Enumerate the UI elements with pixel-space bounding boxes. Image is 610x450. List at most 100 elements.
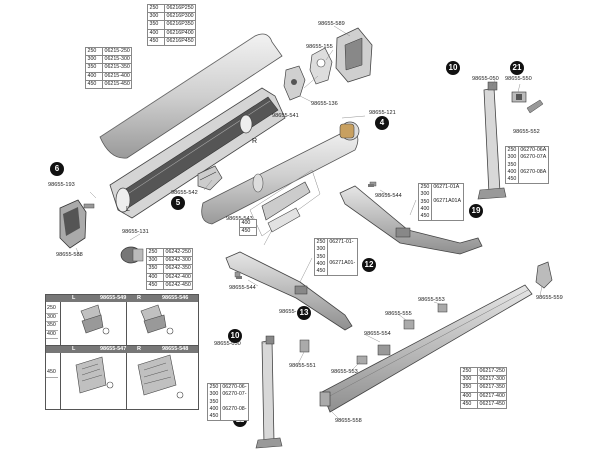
part-label-551: 98655-551 [289, 363, 316, 369]
panel-bottom-right-code: 98655-548 [162, 346, 189, 352]
part-label-193: 98655-193 [48, 182, 75, 188]
size-cell: 450 [209, 413, 219, 420]
size-cell: 400 [46, 331, 58, 339]
case-side-r: R [252, 138, 258, 145]
size-cell: 250 [85, 46, 103, 57]
code-cell: 06217-450 [476, 399, 508, 409]
code-cell: 06242-400 [162, 272, 194, 282]
size-column: 250 300 350 400 450 [207, 382, 221, 422]
size-cell: 400 [460, 391, 478, 401]
part-label-partial: 98655- [279, 309, 297, 315]
code-cell: 06215-300 [101, 55, 133, 65]
code-cell: 06242-450 [162, 280, 194, 290]
screw-552 [526, 99, 544, 114]
panel-header-top: L 98655-549 R 98655-546 [46, 295, 198, 302]
code-cell: 06217-250 [476, 366, 508, 377]
size-cell: 450 [460, 399, 478, 409]
code-cell: 06270-07- [222, 391, 247, 398]
size-cell: 350 [507, 161, 517, 168]
part-label-121: 98655-121 [369, 110, 396, 116]
parts-table-06270-right: 250 300 350 400 450 06270-06A 06270-07A … [505, 145, 549, 185]
clip-553a [437, 303, 448, 313]
code-column: 06271-01- 06271A01- [326, 237, 358, 277]
callout-badge-12: 12 [362, 258, 376, 272]
parts-table-543: 400 450 [239, 218, 257, 237]
code-cell: 06270-08A [520, 168, 547, 175]
size-cell: 400 [147, 28, 165, 38]
code-cell: 06242-350 [162, 264, 194, 274]
code-column: 06271-01A 06271A01A [430, 182, 464, 222]
code-cell: 06271A01- [329, 260, 356, 267]
bracket-panel: L 98655-549 R 98655-546 250 300 350 400 … [45, 294, 199, 410]
callout-badge-19: 19 [469, 204, 483, 218]
clip-551 [299, 339, 310, 353]
size-cell: 450 [85, 79, 103, 89]
size-cell: 300 [460, 375, 478, 385]
panel-top-right-side: R [137, 295, 141, 301]
part-label-544b: 98655-544 [229, 285, 256, 291]
part-label-588: 98655-588 [56, 252, 83, 258]
part-label-554: 98655-554 [364, 331, 391, 337]
size-cell: 450 [507, 176, 517, 183]
size-cell: 400 [146, 272, 164, 282]
part-label-559: 98655-559 [536, 295, 563, 301]
code-cell: 06270-06- [222, 384, 247, 390]
end-cover-589 [335, 27, 373, 83]
size-cell: 400 [420, 205, 430, 212]
code-cell: 06215-250 [101, 46, 133, 57]
awning-case [109, 87, 286, 219]
part-label-155: 98655-155 [306, 44, 333, 50]
parts-table-06270-left: 250 300 350 400 450 06270-06- 06270-07- … [207, 382, 250, 422]
part-label-050-left: 98655-050 [214, 341, 241, 347]
size-cell: 250 [46, 305, 58, 314]
plate-543-box [249, 169, 321, 237]
callout-badge-6: 6 [50, 162, 64, 176]
code-cell: 06216P250 [163, 3, 197, 14]
panel-bottom-left-code: 98655-547 [100, 346, 127, 352]
code-cell: 06271-01- [329, 239, 354, 245]
code-cell: 06242-250 [162, 247, 194, 258]
size-cell: 350 [85, 63, 103, 73]
awning-cover [99, 33, 283, 159]
panel-divider [46, 345, 198, 346]
size-cell: 350 [46, 322, 58, 331]
size-cell: 350 [316, 253, 326, 260]
size-cell: 250 [147, 3, 165, 14]
size-cell: 300 [316, 246, 326, 253]
case-side-l: L [126, 206, 130, 213]
parts-table-06271: 250 300 350 400 450 06271-01A 06271A01A [418, 182, 464, 222]
leader-lines [75, 25, 543, 421]
size-cell: 250 [507, 147, 517, 153]
panel-top-left-code: 98655-549 [100, 295, 127, 301]
code-cell: 06271A01A [433, 198, 462, 205]
part-label-542: 98655-542 [171, 190, 198, 196]
code-column: 06270-06A 06270-07A 06270-08A [517, 145, 549, 185]
part-label-555: 98655-555 [385, 311, 412, 317]
clip-554 [377, 344, 391, 356]
code-cell: 06215-350 [101, 63, 133, 73]
support-leg-11 [255, 335, 283, 449]
panel-sizes-bottom: 450 [46, 369, 58, 378]
code-cell: 06216P350 [163, 20, 197, 30]
clip-553b [356, 355, 368, 365]
callout-badge-4: 4 [375, 116, 389, 130]
lead-bar-558 [319, 284, 533, 413]
code-cell: 06271-01A [433, 184, 460, 190]
panel-bottom-left-side: L [72, 346, 76, 352]
part-label-550: 98655-550 [505, 76, 532, 82]
part-label-552: 98655-552 [513, 129, 540, 135]
spring-544a [368, 184, 374, 187]
size-cell: 450 [46, 369, 58, 378]
size-cell: 350 [460, 383, 478, 393]
size-cell: 300 [209, 391, 219, 398]
part-label-136: 98655-136 [311, 101, 338, 107]
size-cell: 450 [147, 36, 165, 46]
size-column: 250 300 350 400 450 [314, 237, 328, 277]
code-cell: 06242-300 [162, 256, 194, 266]
size-cell: 300 [147, 12, 165, 22]
callout-badge-10-top: 10 [446, 61, 460, 75]
support-leg-10 [477, 81, 507, 200]
